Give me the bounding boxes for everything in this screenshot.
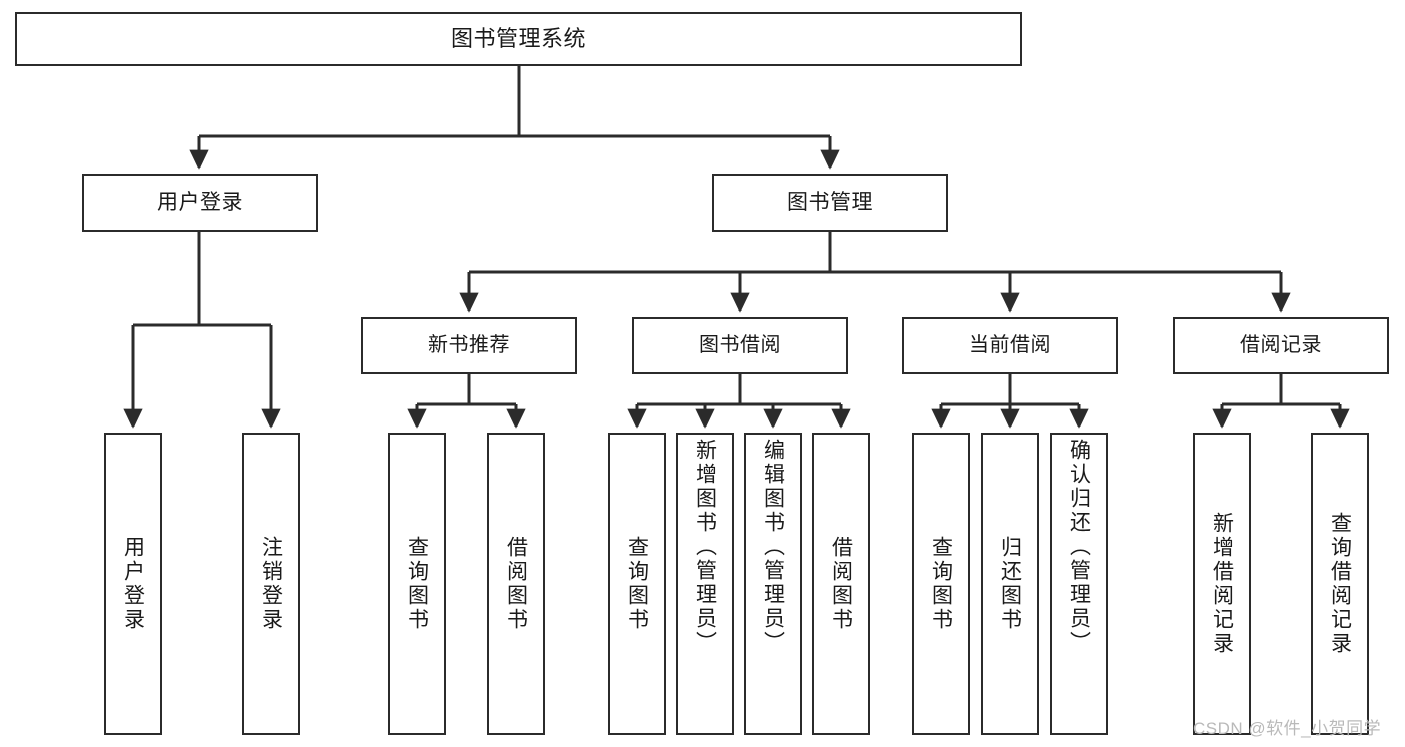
node-label: 新书推荐 (428, 333, 510, 356)
node-label: 图书管理 (787, 190, 873, 214)
node-label: 注销登录 (259, 536, 283, 632)
node-label: 图书借阅 (699, 333, 781, 356)
node-current-borrow[interactable]: 当前借阅 (902, 317, 1118, 374)
node-label: 用户登录 (157, 190, 243, 214)
node-leaf-user-login[interactable]: 用户登录 (104, 433, 162, 735)
node-book-management[interactable]: 图书管理 (712, 174, 948, 232)
node-leaf-confirm-return-admin[interactable]: 确认归还（管理员） (1050, 433, 1108, 735)
node-leaf-add-borrow-record[interactable]: 新增借阅记录 (1193, 433, 1251, 735)
node-label: 查询图书 (405, 536, 429, 632)
node-leaf-query-borrow-record[interactable]: 查询借阅记录 (1311, 433, 1369, 735)
node-label: 借阅记录 (1240, 333, 1322, 356)
node-leaf-borrow-book-1[interactable]: 借阅图书 (487, 433, 545, 735)
node-label: 编辑图书（管理员） (761, 439, 785, 655)
node-label: 新增借阅记录 (1210, 512, 1234, 656)
node-new-book-recommend[interactable]: 新书推荐 (361, 317, 577, 374)
node-user-login[interactable]: 用户登录 (82, 174, 318, 232)
node-label: 查询图书 (929, 536, 953, 632)
node-label: 归还图书 (998, 536, 1022, 632)
node-borrow-record[interactable]: 借阅记录 (1173, 317, 1389, 374)
node-label: 查询借阅记录 (1328, 512, 1352, 656)
node-leaf-query-book-3[interactable]: 查询图书 (912, 433, 970, 735)
node-label: 查询图书 (625, 536, 649, 632)
node-label: 用户登录 (121, 536, 145, 632)
node-leaf-add-book-admin[interactable]: 新增图书（管理员） (676, 433, 734, 735)
node-leaf-query-book-2[interactable]: 查询图书 (608, 433, 666, 735)
node-leaf-query-book-1[interactable]: 查询图书 (388, 433, 446, 735)
node-leaf-return-book[interactable]: 归还图书 (981, 433, 1039, 735)
node-book-borrow[interactable]: 图书借阅 (632, 317, 848, 374)
node-label: 借阅图书 (829, 536, 853, 632)
node-label: 新增图书（管理员） (693, 439, 717, 655)
node-leaf-logout-login[interactable]: 注销登录 (242, 433, 300, 735)
node-leaf-borrow-book-2[interactable]: 借阅图书 (812, 433, 870, 735)
node-root-book-management-system[interactable]: 图书管理系统 (15, 12, 1022, 66)
watermark-credit: CSDN @软件_小贺同学 (1193, 719, 1382, 738)
node-label: 借阅图书 (504, 536, 528, 632)
node-leaf-edit-book-admin[interactable]: 编辑图书（管理员） (744, 433, 802, 735)
node-label: 图书管理系统 (450, 26, 586, 52)
node-label: 当前借阅 (969, 333, 1051, 356)
node-label: 确认归还（管理员） (1067, 439, 1091, 655)
